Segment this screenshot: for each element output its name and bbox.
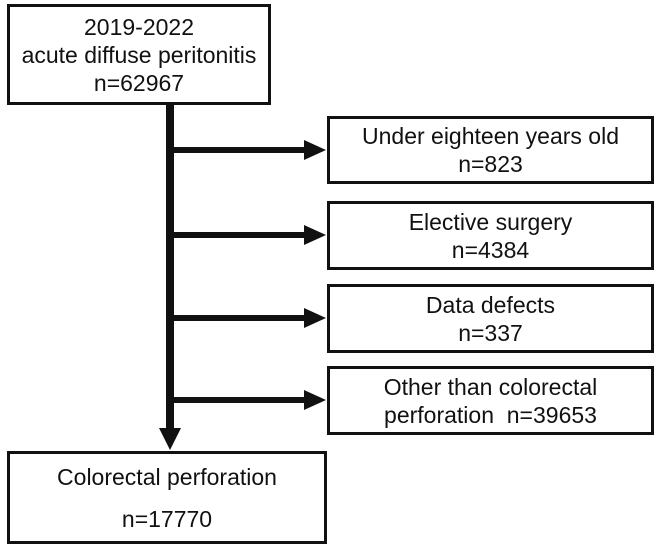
exclusion-label: Other than colorectal [383, 373, 598, 400]
exclusion-count: n=823 [458, 151, 523, 177]
exclusion-box-under-eighteen: Under eighteen years old n=823 [327, 116, 654, 184]
exclusion-label: Under eighteen years old [362, 123, 619, 149]
source-condition: acute diffuse peritonitis [21, 41, 257, 68]
exclusion-arrow-4 [170, 390, 326, 410]
source-population-box: 2019-2022 acute diffuse peritonitis n=62… [7, 4, 271, 105]
source-count: n=62967 [93, 69, 185, 96]
exclusion-arrow-2 [170, 225, 326, 245]
result-count: n=17770 [121, 505, 213, 532]
exclusion-arrow-3 [170, 308, 326, 328]
exclusion-label: Elective surgery [408, 208, 573, 235]
main-arrowhead [159, 428, 181, 450]
exclusion-box-elective-surgery: Elective surgery n=4384 [327, 201, 654, 270]
result-label: Colorectal perforation [57, 463, 277, 490]
exclusion-count: n=4384 [451, 236, 530, 263]
exclusion-count: n=337 [458, 319, 523, 346]
exclusion-box-data-defects: Data defects n=337 [327, 284, 654, 353]
source-years: 2019-2022 [84, 13, 194, 40]
exclusion-arrow-1 [170, 140, 326, 160]
exclusion-count: perforation n=39653 [384, 401, 597, 428]
exclusion-box-other-than-colorectal: Other than colorectal perforation n=3965… [327, 366, 654, 435]
result-population-box: Colorectal perforation n=17770 [7, 451, 327, 544]
exclusion-label: Data defects [425, 291, 556, 318]
